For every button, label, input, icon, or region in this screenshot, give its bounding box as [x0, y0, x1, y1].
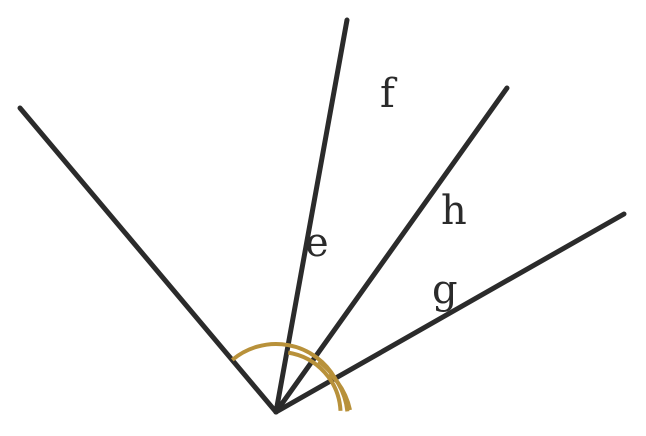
- angle-arc-3: [328, 372, 352, 411]
- ray-left: [17, 105, 279, 415]
- label-f: f: [380, 71, 398, 117]
- label-h: h: [441, 188, 467, 234]
- angle-arc-1: [287, 350, 343, 411]
- label-e: e: [305, 220, 329, 266]
- label-g: g: [432, 267, 458, 313]
